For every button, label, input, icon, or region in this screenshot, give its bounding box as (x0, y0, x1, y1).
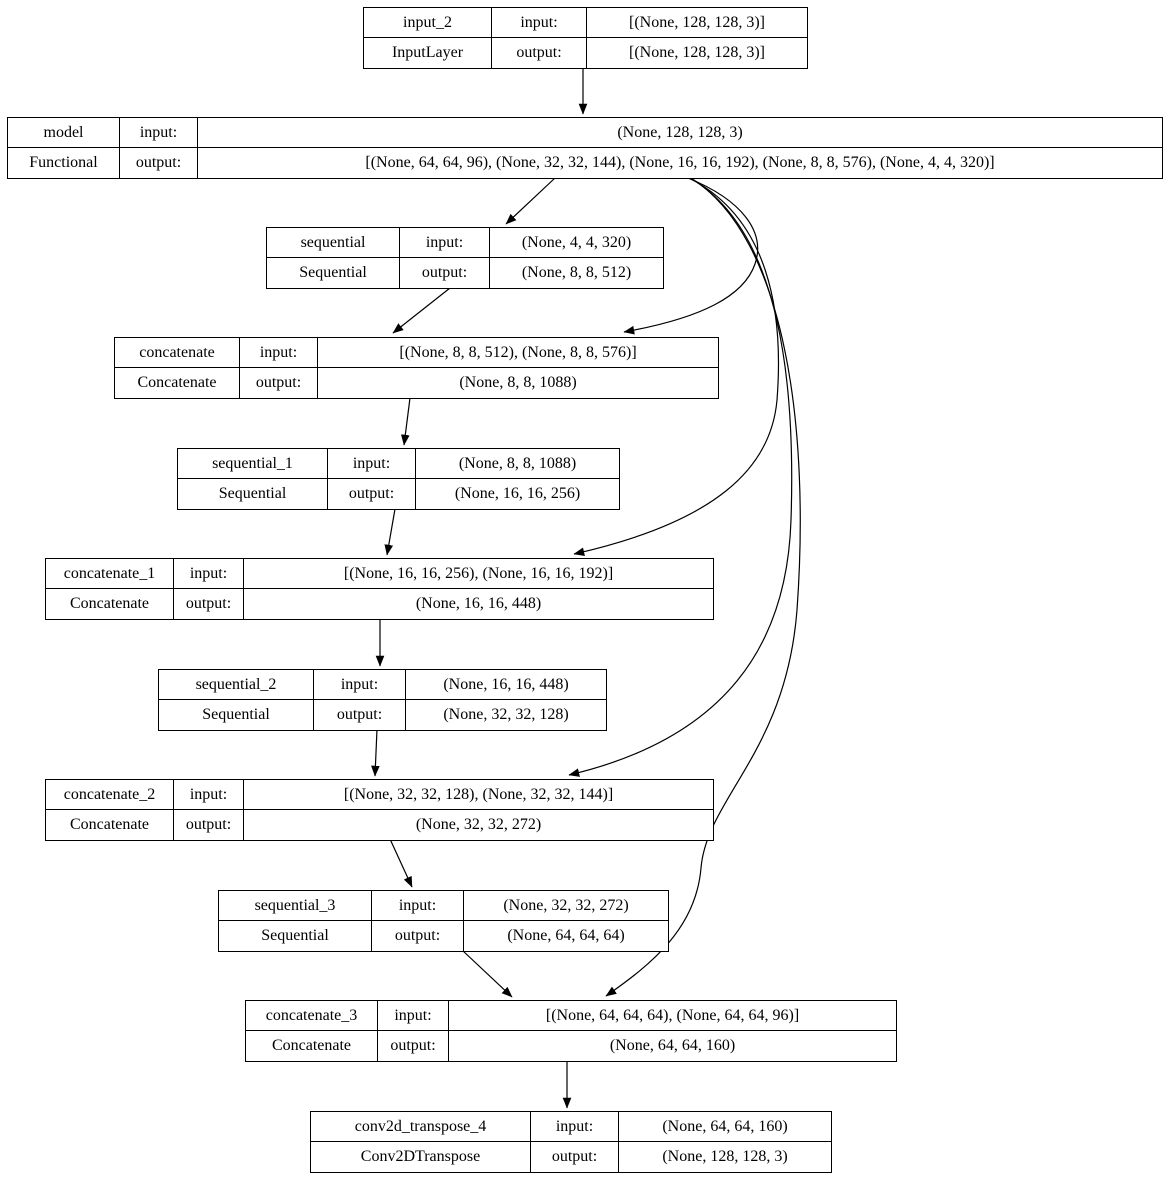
output-shape: (None, 16, 16, 448) (415, 595, 542, 612)
layer-type: Concatenate (46, 589, 174, 619)
output-label: output: (174, 589, 244, 619)
input-shape: (None, 8, 8, 1088) (416, 449, 619, 479)
output-shape: (None, 32, 32, 272) (415, 816, 542, 833)
output-shape: (None, 64, 64, 64) (507, 927, 625, 944)
input-shape: [(None, 32, 32, 128), (None, 32, 32, 144… (244, 780, 713, 810)
input-label: input: (120, 118, 198, 148)
node-sequential: sequential input: (None, 4, 4, 320) Sequ… (266, 227, 664, 289)
output-shape: [(None, 64, 64, 96), (None, 32, 32, 144)… (365, 154, 995, 171)
layer-type: Functional (8, 148, 120, 178)
layer-type: Sequential (159, 700, 314, 730)
edge-model-concatenate_1 (573, 177, 780, 556)
edge-sequential_3-concatenate_3 (461, 949, 513, 998)
output-shape: (None, 16, 16, 256) (454, 485, 581, 502)
edge-concatenate_2-sequential_3 (389, 838, 413, 888)
layer-name: concatenate_2 (46, 780, 174, 810)
layer-name: model (8, 118, 120, 148)
layer-type: Concatenate (246, 1031, 378, 1061)
input-label: input: (314, 670, 406, 700)
input-shape: [(None, 8, 8, 512), (None, 8, 8, 576)] (318, 338, 718, 368)
layer-name: concatenate_1 (46, 559, 174, 589)
input-label: input: (400, 228, 490, 258)
input-label: input: (492, 8, 587, 38)
node-concatenate_3: concatenate_3 input: [(None, 64, 64, 64)… (245, 1000, 897, 1062)
output-label: output: (240, 368, 318, 398)
output-shape: (None, 32, 32, 128) (443, 706, 569, 723)
layer-type: Concatenate (46, 810, 174, 840)
edge-sequential_1-concatenate_1 (384, 508, 396, 556)
output-shape: [(None, 128, 128, 3)] (629, 44, 765, 61)
layer-name: concatenate (115, 338, 240, 368)
layer-name: sequential_2 (159, 670, 314, 700)
layer-type: Sequential (219, 921, 372, 951)
layer-name: concatenate_3 (246, 1001, 378, 1031)
edge-model-sequential (505, 177, 556, 225)
edge-sequential_2-concatenate_2 (371, 728, 380, 777)
input-label: input: (174, 780, 244, 810)
edge-sequential-concatenate (392, 287, 451, 334)
input-shape: [(None, 128, 128, 3)] (587, 8, 807, 38)
input-shape: (None, 32, 32, 272) (464, 891, 668, 921)
input-label: input: (531, 1112, 619, 1142)
output-label: output: (120, 148, 198, 178)
layer-type: Conv2DTranspose (311, 1142, 531, 1172)
layer-type: InputLayer (364, 38, 492, 68)
layer-name: sequential_3 (219, 891, 372, 921)
layer-type: Sequential (267, 258, 400, 288)
output-label: output: (400, 258, 490, 288)
input-label: input: (240, 338, 318, 368)
output-label: output: (314, 700, 406, 730)
output-label: output: (372, 921, 464, 951)
node-concatenate_2: concatenate_2 input: [(None, 32, 32, 128… (45, 779, 714, 841)
input-shape: (None, 16, 16, 448) (406, 670, 606, 700)
input-shape: (None, 4, 4, 320) (490, 228, 663, 258)
input-label: input: (328, 449, 416, 479)
node-sequential_2: sequential_2 input: (None, 16, 16, 448) … (158, 669, 607, 731)
edge-model-concatenate (623, 177, 759, 335)
layer-type: Concatenate (115, 368, 240, 398)
edge-model-concatenate_2 (568, 177, 793, 777)
input-label: input: (174, 559, 244, 589)
layer-name: sequential_1 (178, 449, 328, 479)
node-sequential_3: sequential_3 input: (None, 32, 32, 272) … (218, 890, 669, 952)
output-shape: (None, 8, 8, 1088) (459, 374, 577, 391)
node-sequential_1: sequential_1 input: (None, 8, 8, 1088) S… (177, 448, 620, 510)
input-label: input: (372, 891, 464, 921)
input-shape: (None, 128, 128, 3) (198, 118, 1162, 148)
node-concatenate_1: concatenate_1 input: [(None, 16, 16, 256… (45, 558, 714, 620)
input-shape: (None, 64, 64, 160) (619, 1112, 831, 1142)
output-shape: (None, 8, 8, 512) (521, 264, 632, 281)
node-model: model input: (None, 128, 128, 3) Functio… (7, 117, 1163, 179)
node-conv2d_transpose_4: conv2d_transpose_4 input: (None, 64, 64,… (310, 1111, 832, 1173)
node-concatenate: concatenate input: [(None, 8, 8, 512), (… (114, 337, 719, 399)
layer-name: sequential (267, 228, 400, 258)
edge-concatenate-sequential_1 (401, 397, 411, 446)
output-label: output: (531, 1142, 619, 1172)
output-label: output: (328, 479, 416, 509)
layer-name: input_2 (364, 8, 492, 38)
output-shape: (None, 64, 64, 160) (609, 1037, 736, 1054)
layer-type: Sequential (178, 479, 328, 509)
edge-model-concatenate_3 (605, 177, 801, 997)
input-label: input: (378, 1001, 449, 1031)
layer-name: conv2d_transpose_4 (311, 1112, 531, 1142)
output-label: output: (492, 38, 587, 68)
output-label: output: (378, 1031, 449, 1061)
input-shape: [(None, 16, 16, 256), (None, 16, 16, 192… (244, 559, 713, 589)
output-label: output: (174, 810, 244, 840)
input-shape: [(None, 64, 64, 64), (None, 64, 64, 96)] (449, 1001, 896, 1031)
output-shape: (None, 128, 128, 3) (662, 1148, 788, 1165)
node-input_2: input_2 input: [(None, 128, 128, 3)] Inp… (363, 7, 808, 69)
